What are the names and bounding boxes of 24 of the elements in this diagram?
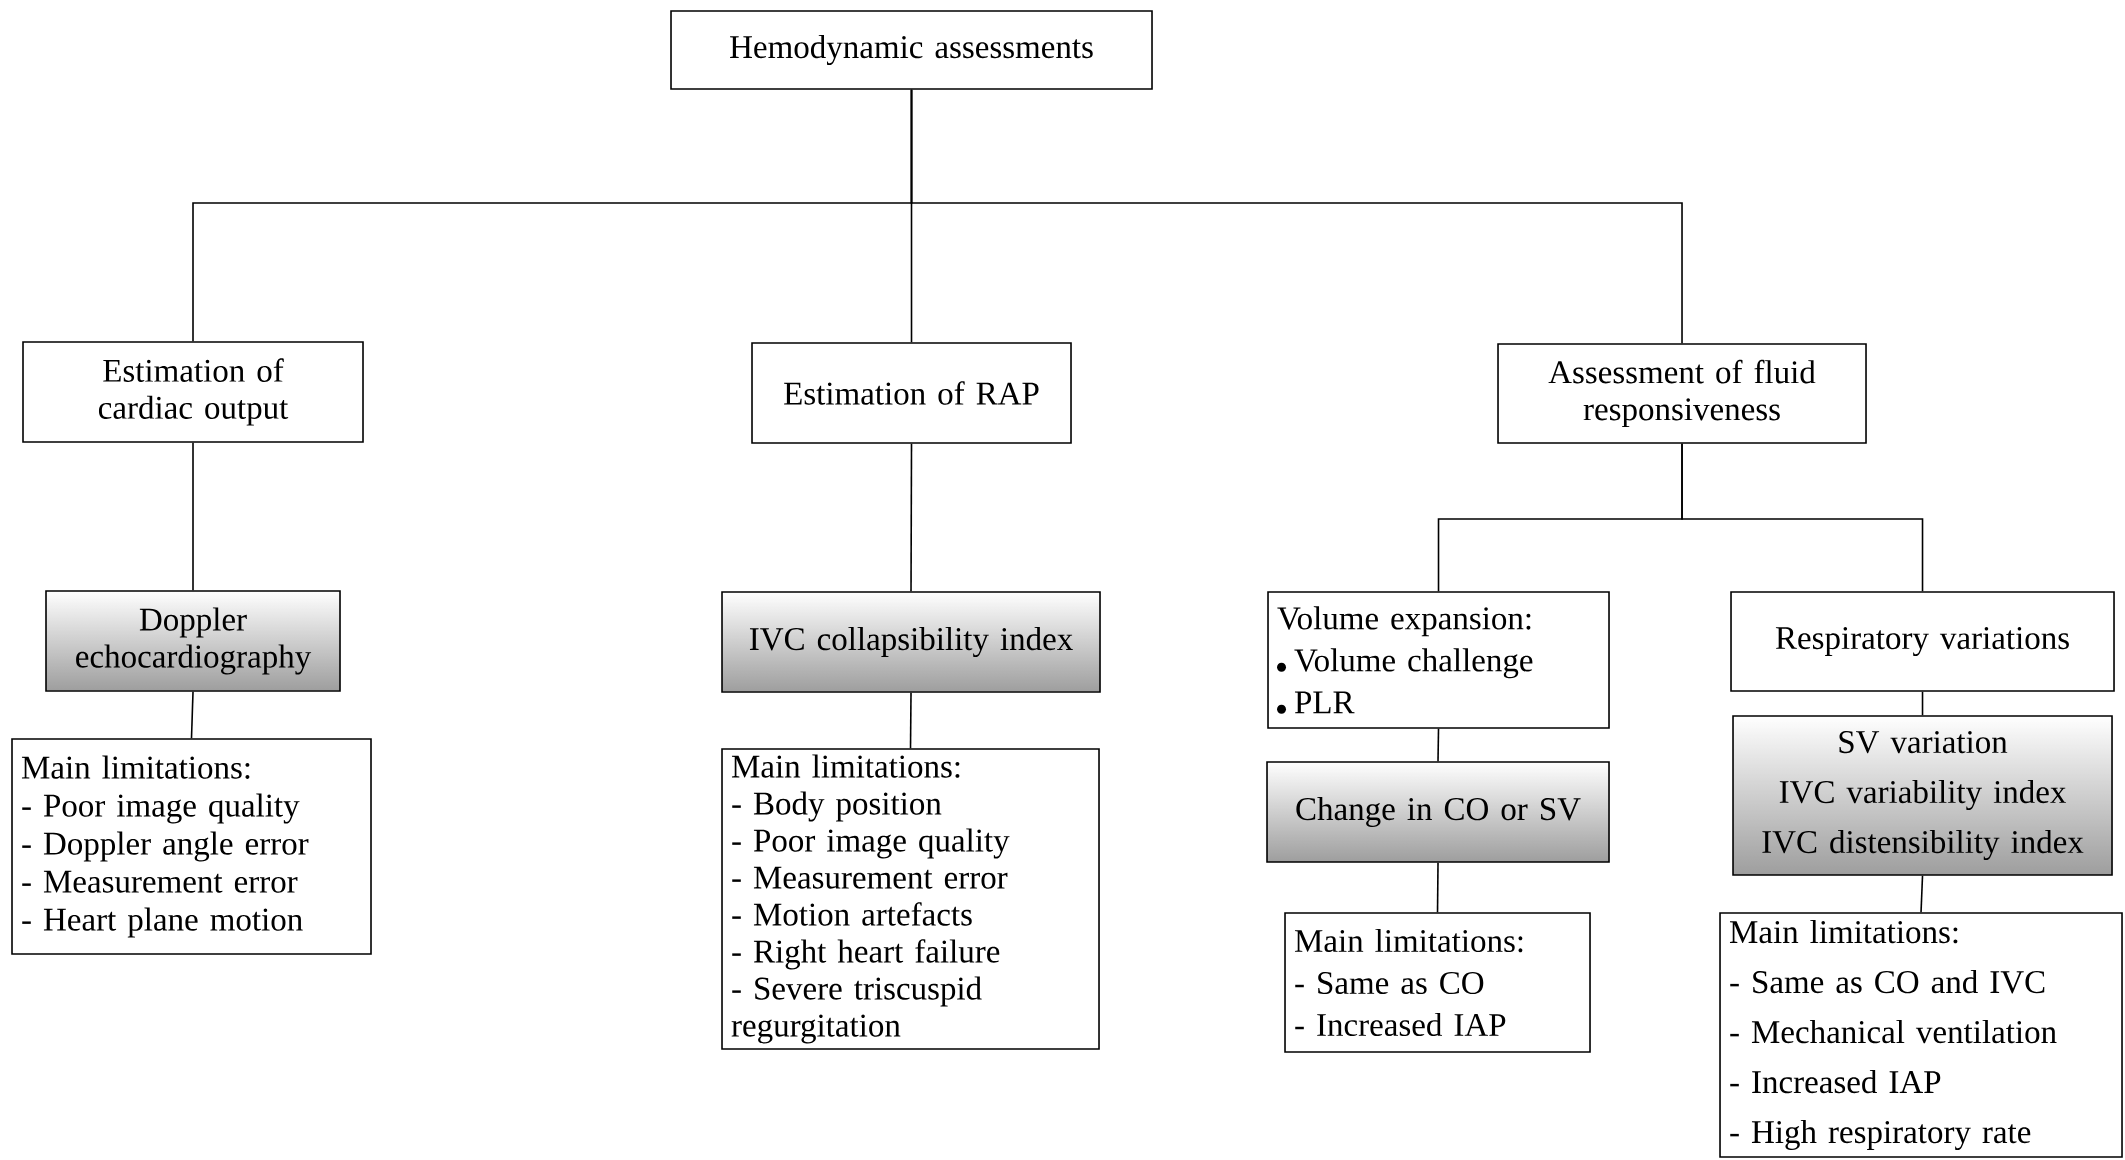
limitations-box: Main limitations: - Body position - Poor image quality - Measurement error - Motion artefacts - Right heart failure - Severe triscuspid regurgitation [721, 748, 1100, 1050]
connector-line [1681, 443, 1924, 592]
process-box: Estimation of cardiac output [22, 341, 364, 443]
limitations-box: Main limitations: - Poor image quality - Doppler angle error - Measurement error - Heart plane motion [11, 738, 372, 955]
connector-line [1437, 728, 1440, 762]
connector-line [192, 442, 194, 591]
connector-line [190, 691, 194, 739]
process-box: Hemodynamic assessments [670, 10, 1153, 90]
process-box: Estimation of RAP [751, 342, 1072, 444]
connector-line [1920, 875, 1924, 913]
connector-line [909, 692, 912, 749]
process-box: SV variation IVC variability index IVC distensibility index [1732, 715, 2113, 876]
process-box: Change in CO or SV [1266, 761, 1610, 863]
process-box: IVC collapsibility index [721, 591, 1101, 693]
process-box: Volume expansion: Volume challenge PLR [1267, 591, 1610, 729]
connector-line [910, 89, 1683, 344]
connector-line [1436, 862, 1439, 913]
connector-line [910, 443, 913, 592]
process-box: Assessment of fluid responsiveness [1497, 343, 1867, 444]
connector-line [1921, 691, 1924, 716]
limitations-box: Main limitations: - Same as CO - Increased IAP [1284, 912, 1591, 1053]
process-box: Doppler echocardiography [45, 590, 341, 692]
limitations-box: Main limitations: - Same as CO and IVC - Mechanical ventilation - Increased IAP - High respiratory rate [1719, 912, 2123, 1158]
process-box: Respiratory variations [1730, 591, 2115, 692]
